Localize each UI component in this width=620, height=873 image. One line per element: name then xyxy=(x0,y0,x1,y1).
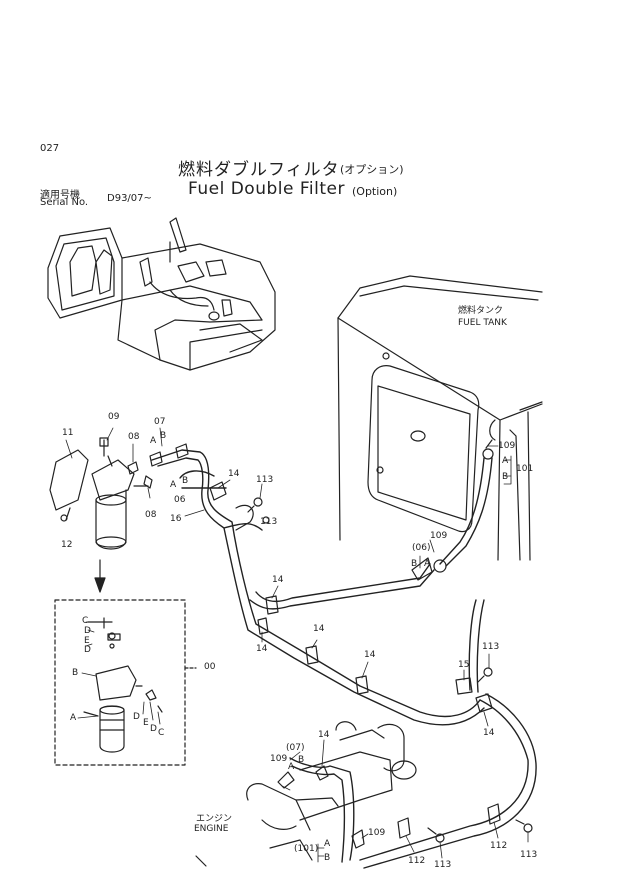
part-callout: 101 xyxy=(516,464,534,474)
part-callout: D xyxy=(150,724,157,734)
engine-drawing xyxy=(196,722,416,866)
part-callout: 14 xyxy=(483,728,495,738)
part-callout: B xyxy=(72,668,79,678)
part-callout: 08 xyxy=(128,432,140,442)
part-callout: A xyxy=(70,713,77,723)
part-callout: 112 xyxy=(408,856,426,866)
part-callout: 11 xyxy=(62,428,74,438)
part-callout: 14 xyxy=(318,730,330,740)
part-callout: A xyxy=(170,480,177,490)
part-callout: 14 xyxy=(364,650,376,660)
part-callout: B xyxy=(160,431,167,441)
part-callout: 09 xyxy=(108,412,120,422)
part-callout: 109 xyxy=(430,531,448,541)
part-callout: C xyxy=(158,728,165,738)
part-callout: 14 xyxy=(313,624,325,634)
excavator-overview-drawing xyxy=(48,218,275,370)
part-callout: B xyxy=(502,472,509,482)
fuel-tank-label-japanese: 燃料タンク xyxy=(458,306,504,316)
part-callout: 113 xyxy=(260,517,278,527)
part-callout: E xyxy=(84,636,90,646)
part-callout: D xyxy=(133,712,140,722)
title-english: Fuel Double Filter xyxy=(188,179,345,199)
engine-label-japanese: エンジン xyxy=(196,814,233,824)
part-callout: 113 xyxy=(482,642,500,652)
part-callout: C xyxy=(82,616,89,626)
part-callout: 113 xyxy=(520,850,538,860)
part-callout: 12 xyxy=(61,540,73,550)
serial-label-japanese: 適用号機 xyxy=(40,190,80,201)
part-callout: A xyxy=(288,762,295,772)
part-callout: A xyxy=(502,456,509,466)
part-callout: B xyxy=(324,853,331,863)
serial-value: D93/07~ xyxy=(107,193,152,204)
part-callout: 07 xyxy=(154,417,166,427)
page-number: 027 xyxy=(40,143,60,154)
part-callout: 15 xyxy=(458,660,470,670)
title-japanese-option: (オプション) xyxy=(340,163,404,176)
title-japanese: 燃料ダブルフィルタ xyxy=(178,160,340,180)
fuel-tank-label: FUEL TANK xyxy=(458,318,507,328)
part-callout: D xyxy=(84,645,91,655)
part-callout: 06 xyxy=(174,495,186,505)
part-callout: (101) xyxy=(294,844,319,854)
part-callout: 08 xyxy=(145,510,157,520)
bolt-drawing xyxy=(248,498,532,842)
part-callout: B xyxy=(298,755,305,765)
part-callout: (06) xyxy=(412,543,431,553)
part-callout: A xyxy=(324,839,331,849)
fuel-hose-drawing xyxy=(152,450,536,868)
part-callout: 112 xyxy=(490,841,508,851)
part-callout: B xyxy=(411,559,418,569)
part-callout: 113 xyxy=(434,860,452,870)
part-callout: 14 xyxy=(272,575,284,585)
detail-pointer-arrow xyxy=(95,560,105,592)
part-callout: 109 xyxy=(270,754,288,764)
part-callout: 109 xyxy=(368,828,386,838)
fuel-filter-assembly-drawing xyxy=(50,438,152,549)
leader-lines xyxy=(66,428,528,862)
detail-box-drawing xyxy=(55,600,196,765)
part-callout: A xyxy=(424,559,431,569)
part-callout: 00 xyxy=(204,662,216,672)
part-callout: 16 xyxy=(170,514,182,524)
part-callout: D xyxy=(84,626,91,636)
title-english-option: (Option) xyxy=(352,185,398,198)
part-callout: (07) xyxy=(286,743,305,753)
part-callout: 14 xyxy=(256,644,268,654)
fuel-tank-drawing xyxy=(338,276,542,560)
part-callout: 109 xyxy=(498,441,516,451)
part-callout: E xyxy=(143,718,149,728)
part-callout: 113 xyxy=(256,475,274,485)
part-callout: A xyxy=(150,436,157,446)
engine-label: ENGINE xyxy=(194,824,229,834)
serial-label-english: Serial No. xyxy=(40,197,89,208)
part-callout: B xyxy=(182,476,189,486)
hose-fitting-drawing xyxy=(150,440,493,848)
part-callout: 14 xyxy=(228,469,240,479)
